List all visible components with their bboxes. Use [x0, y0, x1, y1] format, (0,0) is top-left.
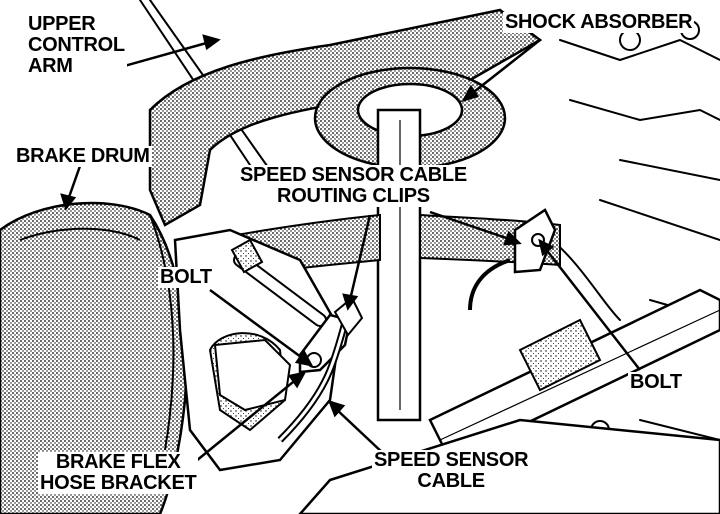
- leader-arrowhead: [538, 238, 555, 257]
- label-brake-drum: BRAKE DRUM: [14, 145, 152, 167]
- axle-boot: [518, 318, 602, 392]
- speed-sensor-cable: [468, 258, 511, 311]
- leader-bolt-right: [544, 247, 641, 371]
- label-shock-absorber: SHOCK ABSORBER: [503, 11, 695, 33]
- body-panel: [569, 99, 720, 121]
- brake-drum-rim: [149, 214, 175, 451]
- body-panel: [559, 39, 720, 61]
- leader-shock-absorber: [469, 39, 541, 96]
- body-panel: [599, 199, 720, 241]
- leader-arrowhead: [287, 371, 307, 389]
- leader-hose-bracket: [184, 377, 299, 471]
- label-bolt-left: BOLT: [158, 266, 214, 288]
- knuckle-boss: [213, 338, 292, 412]
- leader-arrowhead: [294, 349, 314, 367]
- shock-absorber-body: [376, 108, 422, 422]
- leader-speed-sensor-cable: [334, 407, 386, 456]
- body-panel: [619, 159, 720, 181]
- leader-arrowhead: [60, 193, 77, 211]
- label-upper-control-arm: UPPER CONTROL ARM: [26, 13, 127, 77]
- axle-stripe: [439, 309, 720, 441]
- leader-arrowhead: [342, 293, 359, 311]
- leader-routing-clip-left: [348, 214, 372, 301]
- body-panel: [639, 419, 720, 441]
- leader-routing-clip-right: [429, 210, 513, 242]
- leader-arrowhead: [461, 84, 479, 103]
- leader-arrowhead: [327, 400, 346, 418]
- leader-arrowhead: [202, 34, 221, 51]
- leader-bolt-left: [209, 288, 306, 362]
- label-speed-sensor-routing-clips: SPEED SENSOR CABLE ROUTING CLIPS: [238, 164, 469, 207]
- leader-brake-drum: [66, 165, 82, 201]
- label-brake-flex-hose-bracket: BRAKE FLEX HOSE BRACKET: [38, 451, 199, 494]
- label-speed-sensor-cable: SPEED SENSOR CABLE: [372, 449, 531, 492]
- hose-fitting: [230, 238, 264, 274]
- small-hardware: [619, 29, 641, 51]
- label-bolt-right: BOLT: [628, 371, 684, 393]
- leader-arrowhead: [503, 230, 522, 246]
- brake-drum-rim: [19, 227, 141, 241]
